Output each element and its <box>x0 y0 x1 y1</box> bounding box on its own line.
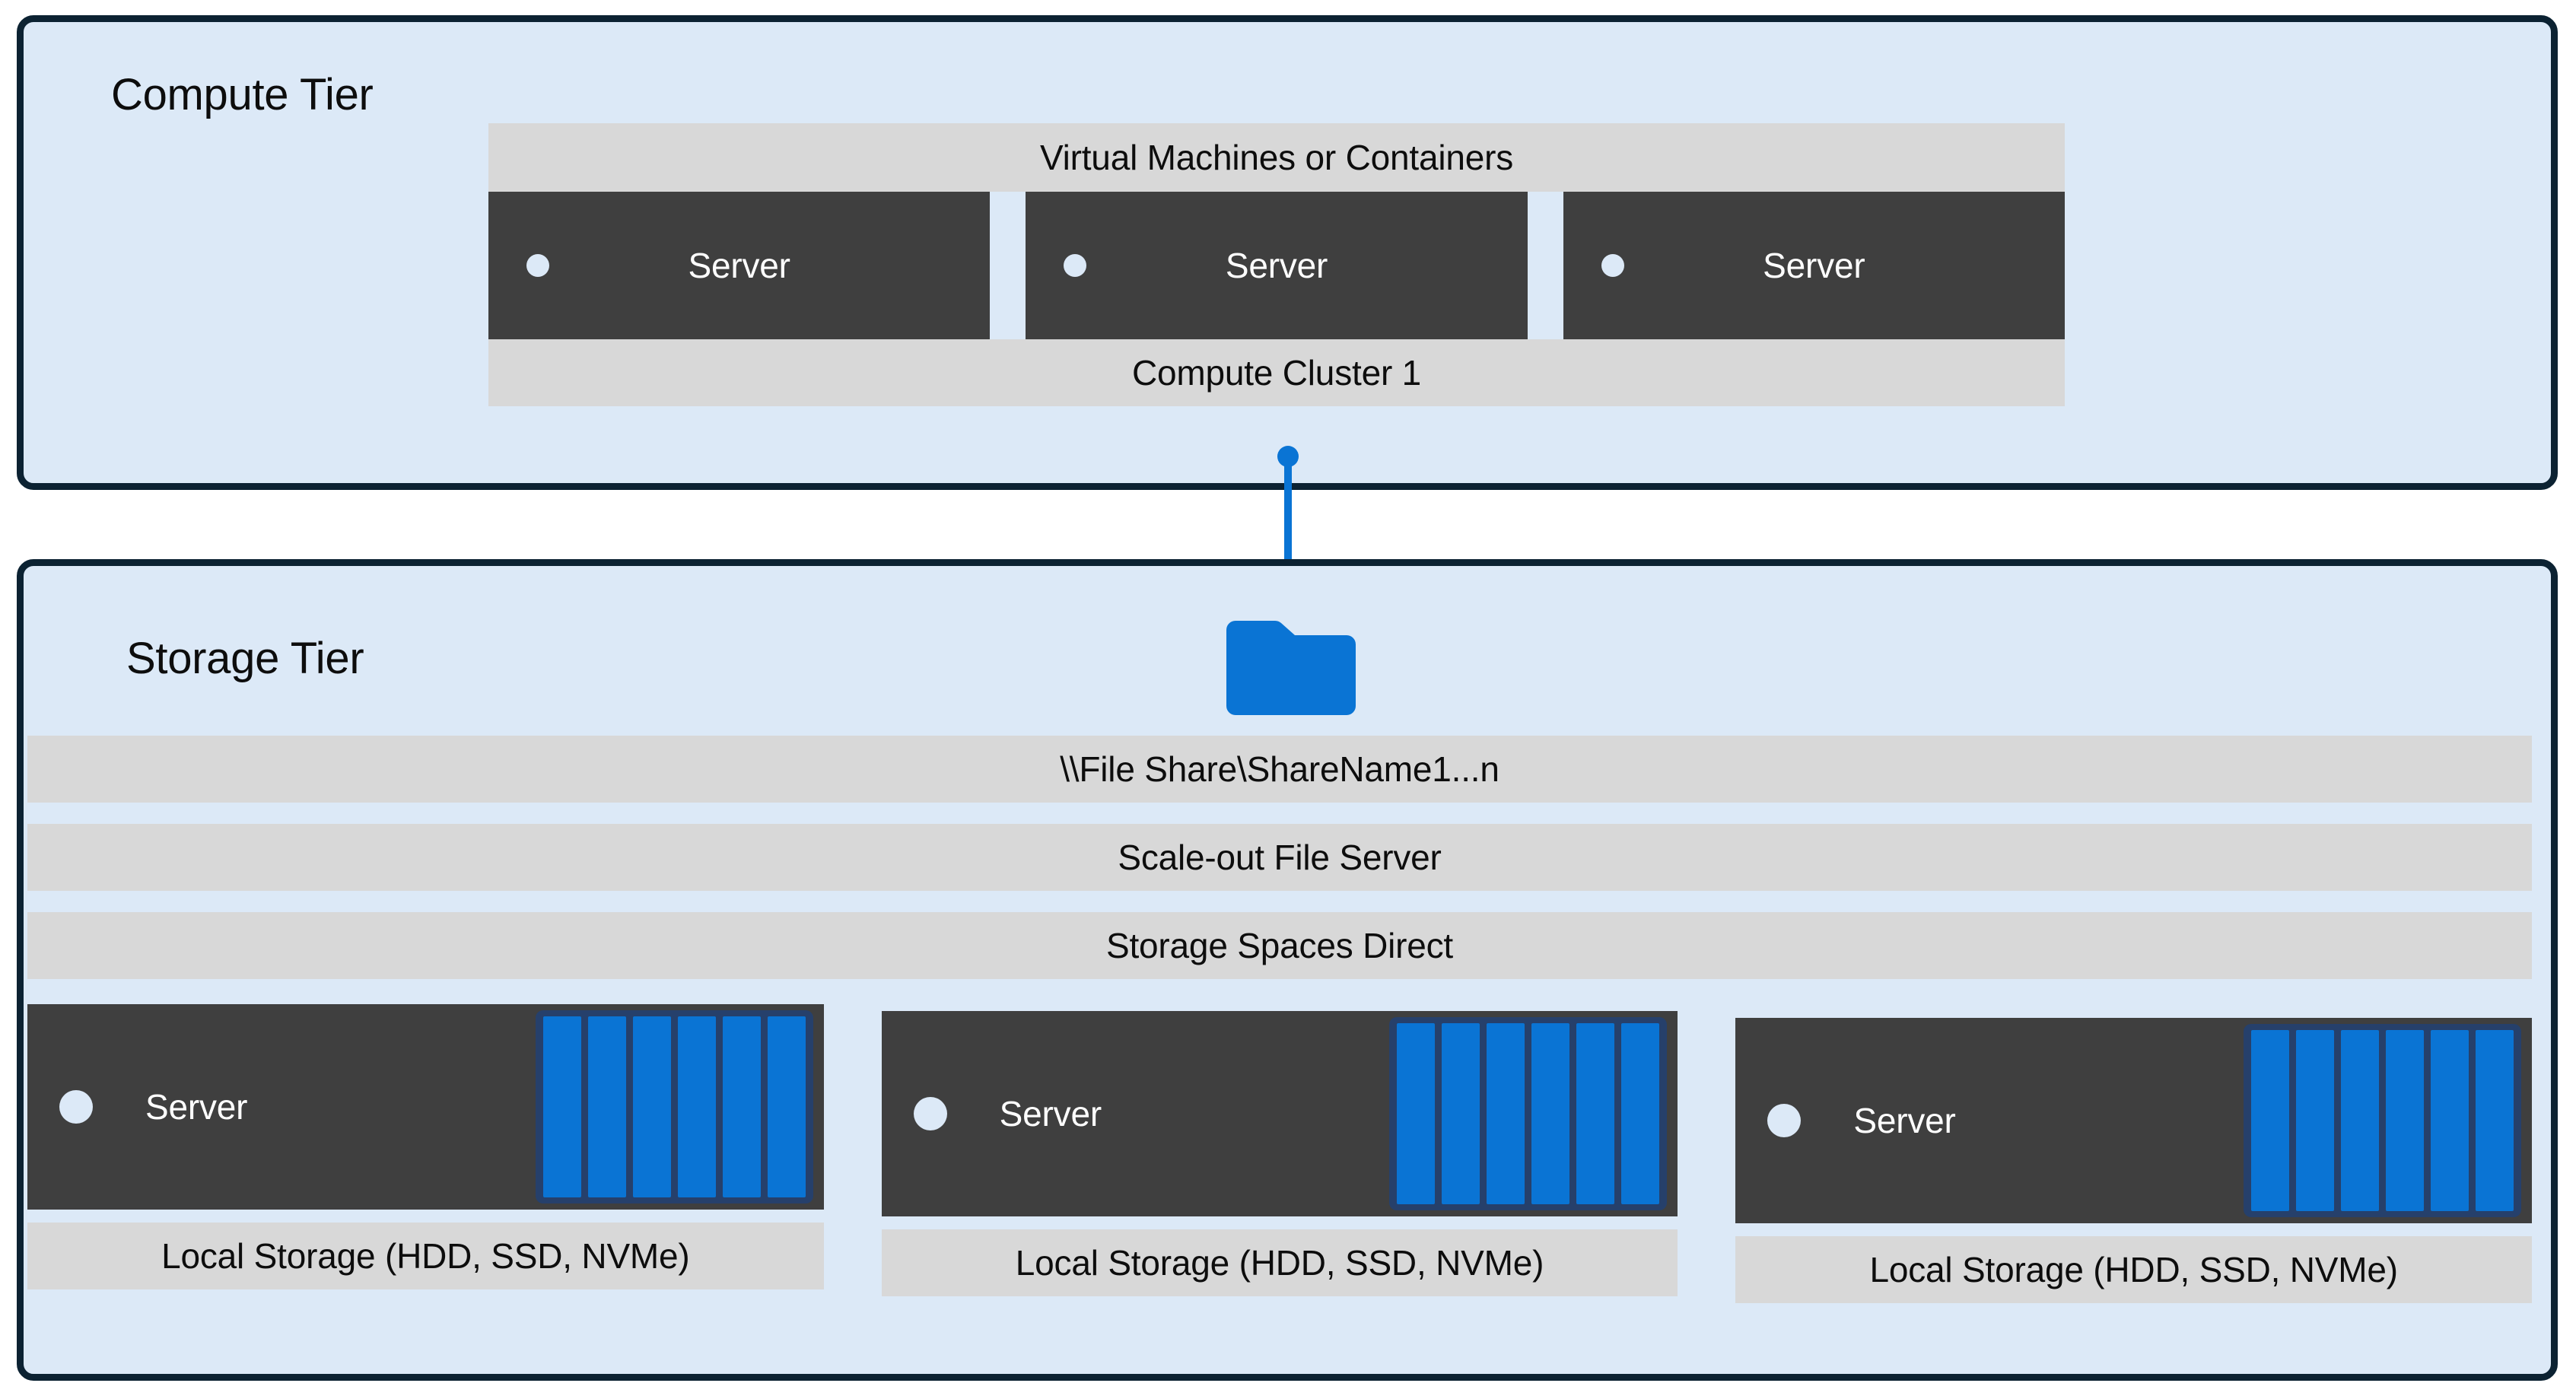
storage-node-row: Server Local Storage (HDD, SSD, NVMe) Se… <box>27 1004 2533 1362</box>
storage-tier-title: Storage Tier <box>126 634 364 683</box>
storage-server-1[interactable]: Server <box>27 1004 824 1210</box>
compute-cluster-band: Compute Cluster 1 <box>488 339 2065 406</box>
disk-bar-icon <box>1576 1023 1615 1204</box>
compute-cluster-label: Compute Cluster 1 <box>1131 353 1422 393</box>
local-storage-label-2: Local Storage (HDD, SSD, NVMe) <box>1015 1243 1544 1283</box>
connector-line <box>1284 453 1292 613</box>
storage-server-3-label: Server <box>1853 1101 1956 1140</box>
compute-server-1-label: Server <box>688 246 790 285</box>
storage-server-1-label: Server <box>145 1087 248 1127</box>
status-dot-icon <box>526 254 549 277</box>
disk-bar-icon <box>1531 1023 1570 1204</box>
compute-server-1[interactable]: Server <box>488 192 991 339</box>
storage-server-2[interactable]: Server <box>881 1011 1678 1216</box>
file-share-label: \\File Share\ShareName1...n <box>1060 749 1499 789</box>
storage-server-3[interactable]: Server <box>1735 1018 2533 1223</box>
compute-server-3[interactable]: Server <box>1563 192 2065 339</box>
local-storage-band-1: Local Storage (HDD, SSD, NVMe) <box>27 1223 824 1289</box>
disk-bar-icon <box>1397 1023 1436 1204</box>
disk-bar-icon <box>587 1016 626 1197</box>
disk-bar-icon <box>632 1016 671 1197</box>
disk-bar-icon <box>677 1016 716 1197</box>
disk-bar-icon <box>1621 1023 1660 1204</box>
storage-spaces-direct-label: Storage Spaces Direct <box>1105 926 1454 965</box>
compute-tier-title: Compute Tier <box>111 70 374 119</box>
storage-node-1: Server Local Storage (HDD, SSD, NVMe) <box>27 1004 824 1362</box>
disk-bar-icon <box>2431 1030 2469 1211</box>
disk-bar-icon <box>2341 1030 2380 1211</box>
local-storage-band-3: Local Storage (HDD, SSD, NVMe) <box>1735 1236 2533 1303</box>
storage-node-2: Server Local Storage (HDD, SSD, NVMe) <box>881 1004 1678 1362</box>
disk-bar-icon <box>767 1016 806 1197</box>
status-dot-icon <box>59 1090 93 1124</box>
local-storage-band-2: Local Storage (HDD, SSD, NVMe) <box>881 1229 1678 1296</box>
disk-bar-icon <box>722 1016 761 1197</box>
scale-out-file-server-label: Scale-out File Server <box>1118 838 1442 877</box>
compute-server-2-label: Server <box>1225 246 1328 285</box>
virtual-machines-label: Virtual Machines or Containers <box>1039 138 1514 177</box>
file-share-band: \\File Share\ShareName1...n <box>27 736 2532 803</box>
storage-spaces-direct-band: Storage Spaces Direct <box>27 912 2532 979</box>
disk-bar-icon <box>1487 1023 1525 1204</box>
folder-icon <box>1226 620 1356 715</box>
scale-out-file-server-band: Scale-out File Server <box>27 824 2532 891</box>
local-storage-label-1: Local Storage (HDD, SSD, NVMe) <box>161 1236 690 1276</box>
disk-bar-icon <box>2251 1030 2290 1211</box>
status-dot-icon <box>1767 1104 1802 1137</box>
disk-bar-icon <box>1442 1023 1480 1204</box>
storage-node-3: Server Local Storage (HDD, SSD, NVMe) <box>1735 1004 2533 1362</box>
status-dot-icon <box>913 1097 947 1130</box>
storage-server-2-label: Server <box>999 1094 1102 1134</box>
virtual-machines-band: Virtual Machines or Containers <box>488 123 2065 192</box>
disk-bar-icon <box>2296 1030 2335 1211</box>
disk-bar-icon <box>542 1016 581 1197</box>
disk-array-icon <box>1389 1017 1668 1210</box>
disk-bar-icon <box>2476 1030 2514 1211</box>
status-dot-icon <box>1064 254 1087 277</box>
disk-bar-icon <box>2386 1030 2425 1211</box>
compute-server-2[interactable]: Server <box>1026 192 1528 339</box>
status-dot-icon <box>1601 254 1624 277</box>
disk-array-icon <box>2244 1024 2522 1217</box>
disk-array-icon <box>535 1010 813 1203</box>
local-storage-label-3: Local Storage (HDD, SSD, NVMe) <box>1869 1250 2398 1289</box>
compute-server-3-label: Server <box>1763 246 1865 285</box>
compute-server-row: Server Server Server <box>488 192 2065 339</box>
